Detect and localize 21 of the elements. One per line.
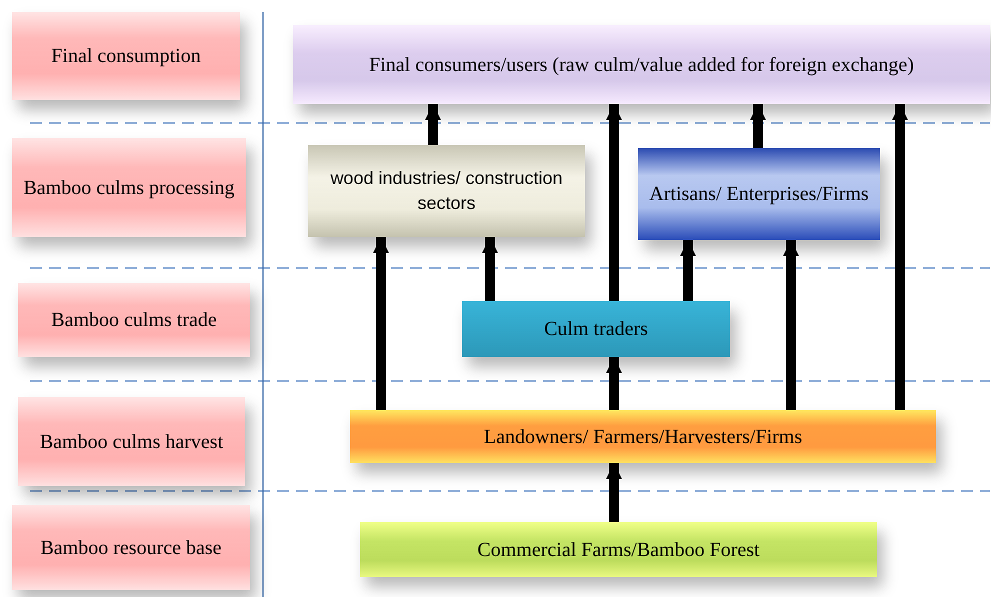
process-box: Artisans/ Enterprises/Firms (638, 148, 880, 240)
arrow (425, 104, 441, 145)
stage-label-box: Bamboo culms harvest (18, 397, 245, 486)
arrow (606, 104, 622, 301)
process-box: Landowners/ Farmers/Harvesters/Firms (350, 410, 936, 463)
arrow (750, 104, 766, 148)
process-box: wood industries/ construction sectors (308, 145, 585, 237)
arrow (783, 240, 799, 410)
arrow (606, 357, 622, 410)
stage-label-box: Bamboo culms trade (18, 283, 250, 357)
stage-label-box: Bamboo culms processing (12, 138, 246, 237)
arrow (606, 463, 622, 522)
arrow (373, 237, 389, 410)
arrow (482, 237, 498, 301)
stage-label-box: Final consumption (12, 12, 240, 100)
stage-label-box: Bamboo resource base (12, 505, 250, 590)
arrow (892, 104, 908, 410)
arrow (680, 240, 696, 301)
process-box: Commercial Farms/Bamboo Forest (360, 522, 877, 577)
process-box: Final consumers/users (raw culm/value added for foreign exchange) (293, 25, 990, 104)
process-box: Culm traders (462, 301, 730, 357)
